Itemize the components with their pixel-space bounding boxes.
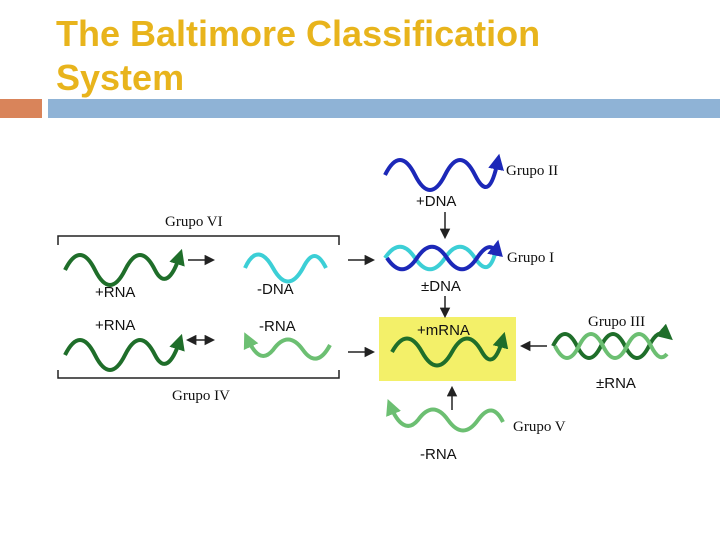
title-line-1: The Baltimore Classification	[56, 13, 541, 54]
group-iv-plus-rna-label: +RNA	[95, 317, 135, 334]
group-vi-bracket	[57, 235, 340, 245]
group-v-rna-strand	[386, 399, 505, 433]
group-iv-minus-rna-label: -RNA	[259, 318, 296, 335]
minus-rna-label: -RNA	[420, 446, 457, 463]
group-vi-label: Grupo VI	[165, 214, 223, 230]
group-vi-rna-strand	[63, 248, 185, 287]
pm-rna-label: ±RNA	[596, 375, 636, 392]
group-iii-label: Grupo III	[588, 314, 645, 330]
title-divider-bar	[48, 99, 720, 118]
pm-dna-label: ±DNA	[421, 278, 461, 295]
group-ii-dna-strand	[383, 153, 504, 192]
group-vi-plus-rna-label: +RNA	[95, 284, 135, 301]
mrna-strand	[390, 331, 509, 368]
title-accent-bar	[0, 99, 42, 118]
group-i-dna-strand-blue	[385, 244, 500, 272]
group-vi-dna-strand	[243, 252, 328, 284]
group-v-label: Grupo V	[513, 419, 566, 435]
group-iv-label: Grupo IV	[172, 388, 230, 404]
group-i-label: Grupo I	[507, 250, 554, 266]
title-line-2: System	[56, 57, 185, 98]
group-ii-label: Grupo II	[506, 163, 558, 179]
group-iv-bracket	[57, 370, 340, 379]
group-iv-plus-rna-strand	[63, 333, 185, 372]
group-iii-rna-strand-light	[553, 332, 669, 360]
plus-dna-label: +DNA	[416, 193, 456, 210]
slide-title: The Baltimore Classification System	[56, 12, 696, 100]
group-iv-minus-rna-strand	[243, 332, 332, 361]
mrna-label: +mRNA	[417, 322, 470, 339]
group-vi-minus-dna-label: -DNA	[257, 281, 294, 298]
